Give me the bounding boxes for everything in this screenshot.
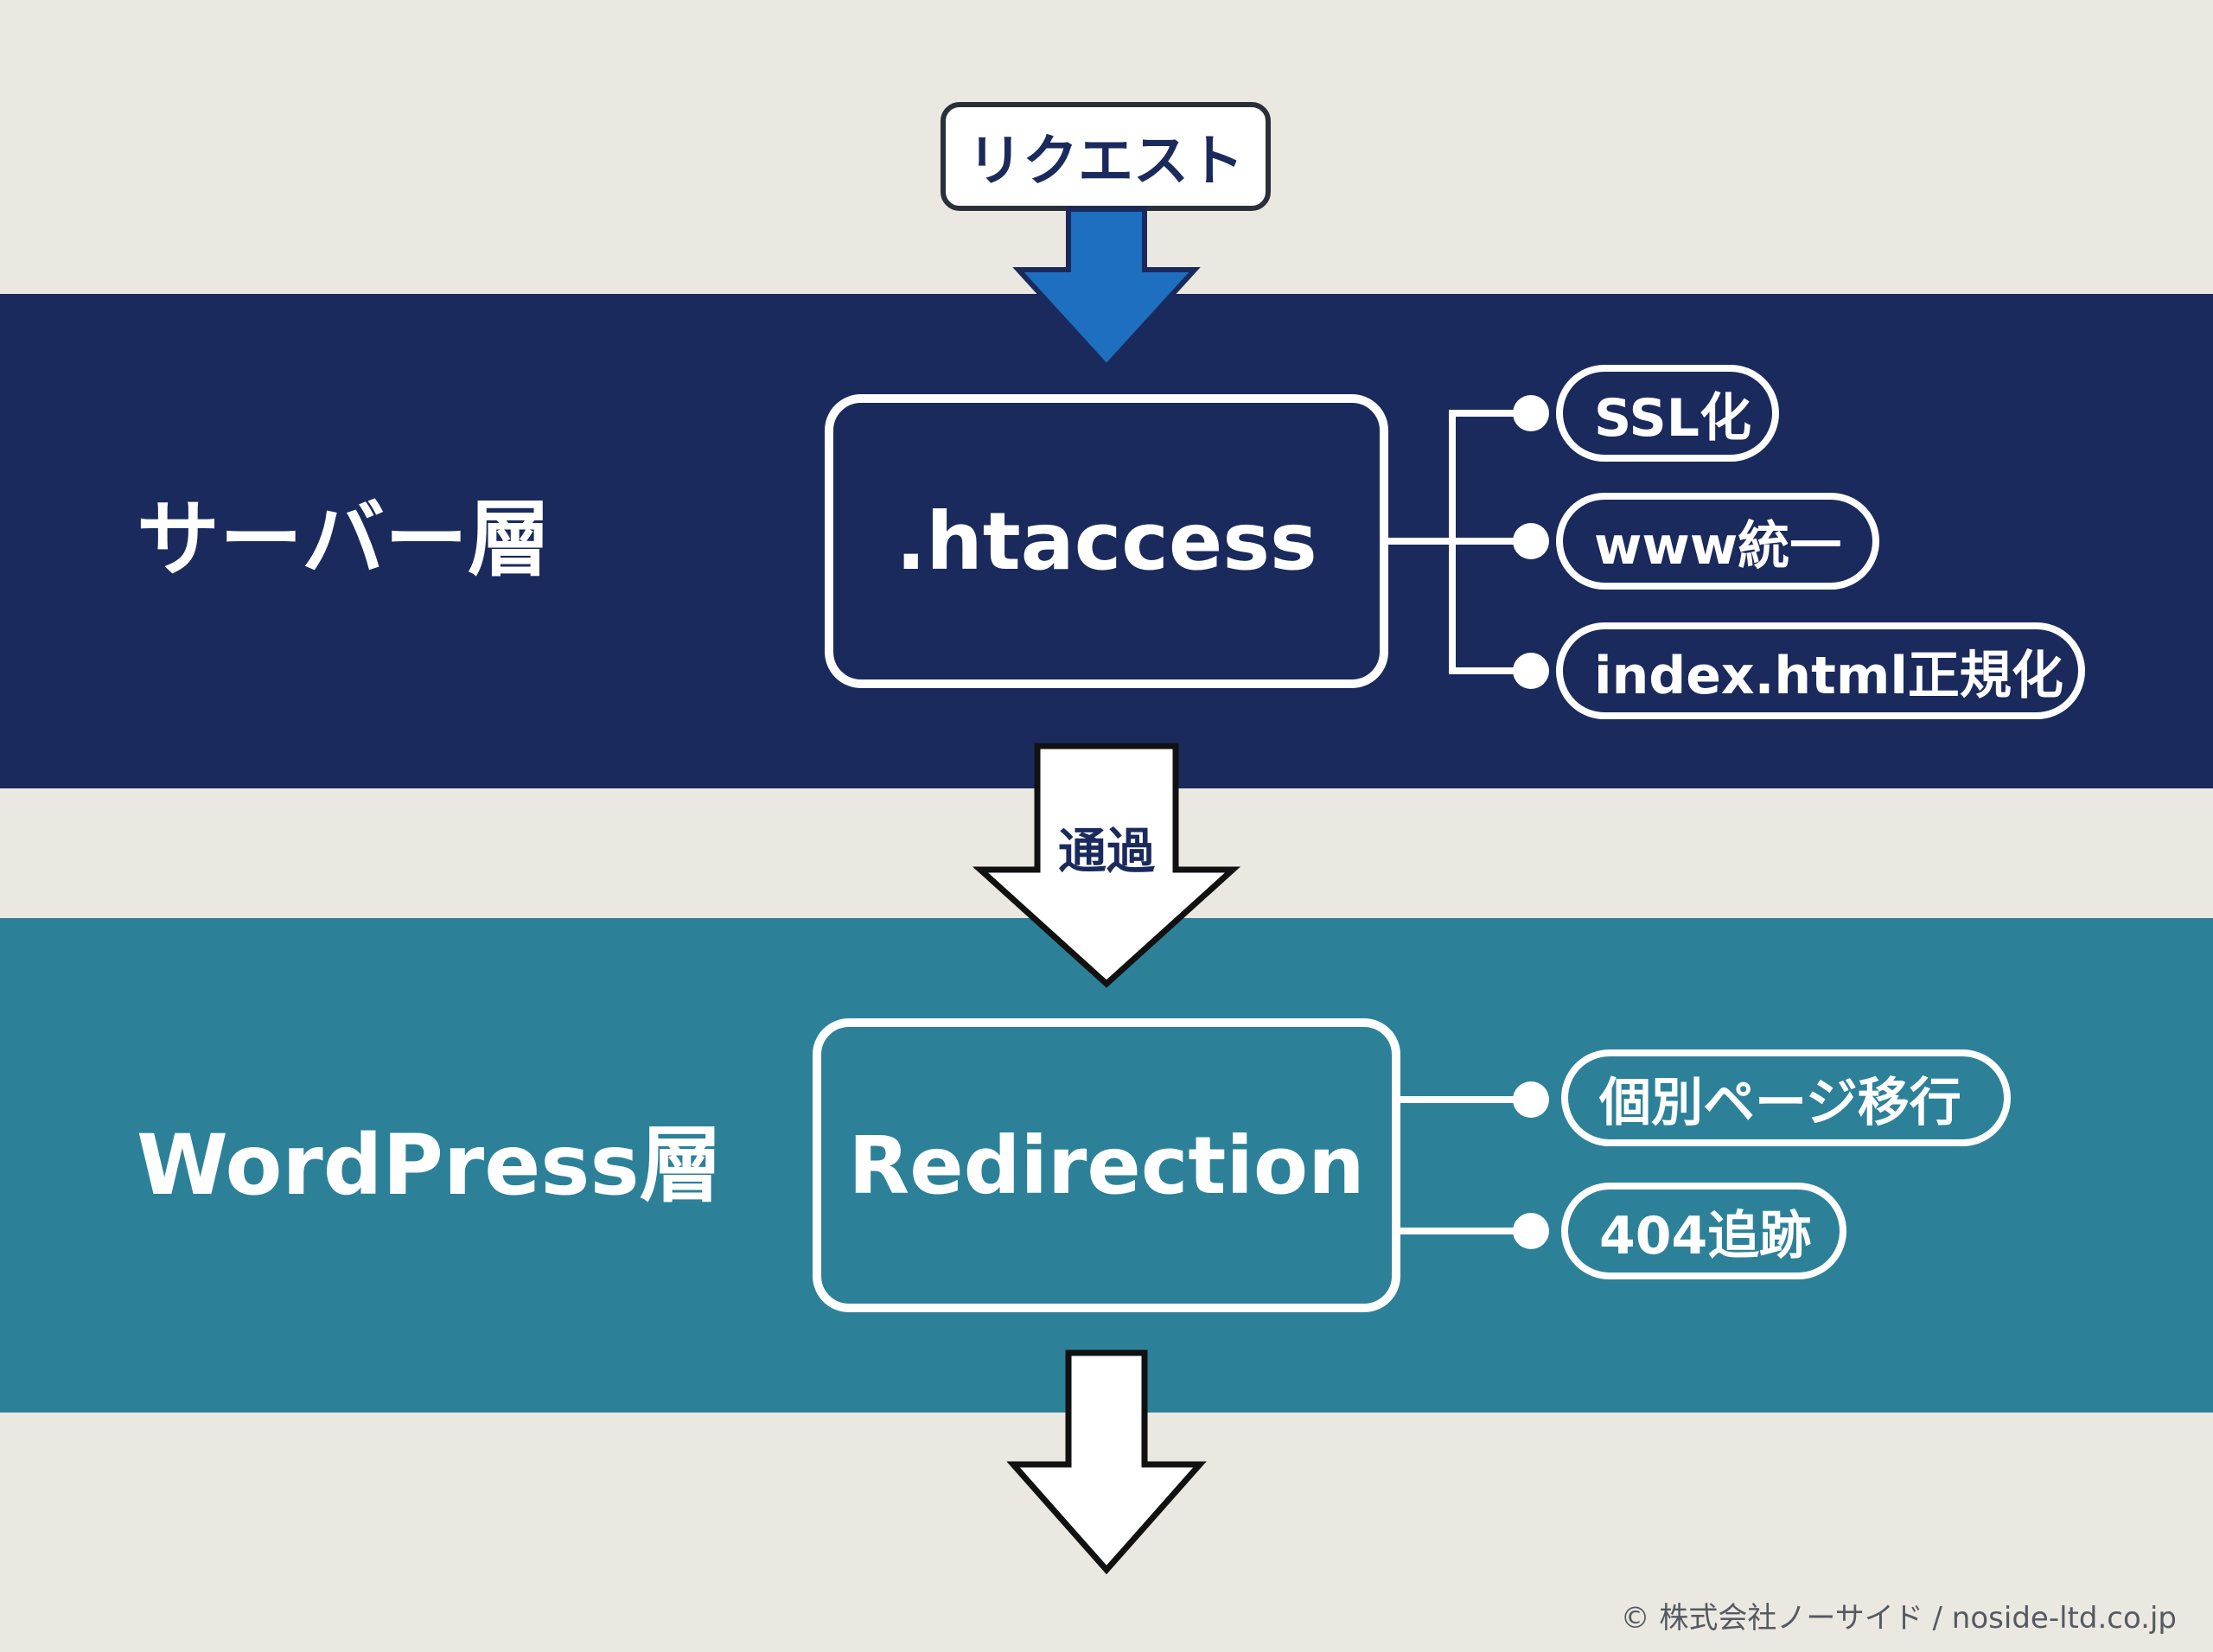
wordpress-layer-label: WordPress層 [137,1117,723,1214]
connector-line [1449,410,1532,417]
pass-arrow-icon [972,743,1241,988]
connector-dot [1513,523,1549,559]
feature-label: www統一 [1594,515,1842,577]
feature-label: 404追跡 [1599,1205,1812,1266]
connector-dot [1513,653,1549,689]
output-arrow-icon [1006,1349,1207,1575]
feature-label: index.html正規化 [1594,645,2063,706]
connector-dot [1513,395,1549,431]
connector-line [1400,1228,1539,1234]
connector-dot [1513,1213,1549,1249]
feature-pill-404: 404追跡 [1561,1183,1846,1279]
connector-line [1449,667,1532,674]
redirection-label: Redirection [848,1119,1365,1212]
connector-dot [1513,1081,1549,1118]
connector-line [1400,1096,1539,1103]
connector-line [1388,538,1454,545]
feature-pill-individual-page: 個別ページ移行 [1561,1049,2011,1146]
feature-label: SSL化 [1594,387,1751,449]
copyright-notice: © 株式会社ノーサイド / noside-ltd.co.jp [1620,1601,2177,1636]
redirection-box: Redirection [813,1018,1400,1312]
connector-line [1449,538,1532,545]
pass-label: 通過 [1058,824,1155,880]
request-label: リクエスト [967,130,1244,194]
wordpress-layer-band [0,918,2213,1413]
feature-pill-index-html: index.html正規化 [1556,622,2085,719]
feature-pill-ssl: SSL化 [1556,365,1779,462]
request-box: リクエスト [941,102,1271,211]
server-layer-label: サーバー層 [137,491,552,588]
feature-label: 個別ページ移行 [1599,1072,1961,1133]
feature-pill-www: www統一 [1556,493,1879,590]
htaccess-box: .htaccess [825,394,1388,688]
htaccess-label: .htaccess [896,494,1317,588]
request-arrow-icon [1012,207,1201,371]
